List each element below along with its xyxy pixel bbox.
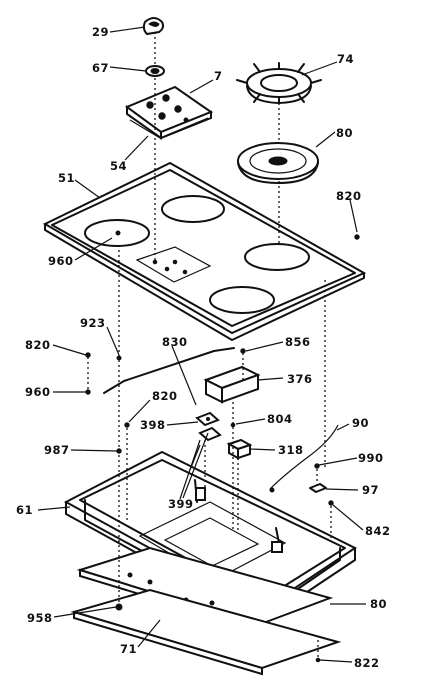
callout-958: 958 <box>27 611 53 625</box>
callout-61: 61 <box>16 503 33 517</box>
burner-grate-part <box>236 62 322 104</box>
cooktop-part <box>42 161 367 341</box>
callout-51: 51 <box>58 171 75 185</box>
callout-830: 830 <box>162 335 188 349</box>
callout-398: 398 <box>140 418 166 432</box>
callout-80-bottom: 80 <box>370 597 387 611</box>
callout-820-right: 820 <box>336 189 362 203</box>
igniter-module-part <box>226 438 253 460</box>
callout-376: 376 <box>287 372 313 386</box>
callout-960-left: 960 <box>25 385 51 399</box>
callout-67: 67 <box>92 61 109 75</box>
callout-90: 90 <box>352 416 369 430</box>
bracket-part <box>195 411 222 442</box>
callout-987: 987 <box>44 443 70 457</box>
callout-54: 54 <box>110 159 127 173</box>
callout-29: 29 <box>92 25 109 39</box>
knob-ring-part <box>145 65 165 77</box>
callout-856: 856 <box>285 335 311 349</box>
knob-part <box>142 17 164 36</box>
callout-842: 842 <box>365 524 391 538</box>
callout-7: 7 <box>214 69 223 83</box>
burner-pan-part <box>237 142 319 184</box>
callout-960-top: 960 <box>48 254 74 268</box>
callout-820-mid: 820 <box>152 389 178 403</box>
callout-822: 822 <box>354 656 380 670</box>
callout-97: 97 <box>362 483 379 497</box>
callout-74: 74 <box>337 52 354 66</box>
callout-71: 71 <box>120 642 137 656</box>
control-panel-part <box>124 85 214 140</box>
leader-lines <box>37 26 366 663</box>
insulation-part <box>70 588 342 676</box>
callout-820-left: 820 <box>25 338 51 352</box>
callout-399: 399 <box>168 497 194 511</box>
valve-block-part <box>203 365 261 404</box>
callout-923: 923 <box>80 316 106 330</box>
wire-part <box>269 424 339 493</box>
callout-990: 990 <box>358 451 384 465</box>
clip-part <box>309 483 327 493</box>
callout-80-top: 80 <box>336 126 353 140</box>
callout-804: 804 <box>267 412 293 426</box>
callout-318: 318 <box>278 443 304 457</box>
manifold-tube-part <box>103 347 235 394</box>
